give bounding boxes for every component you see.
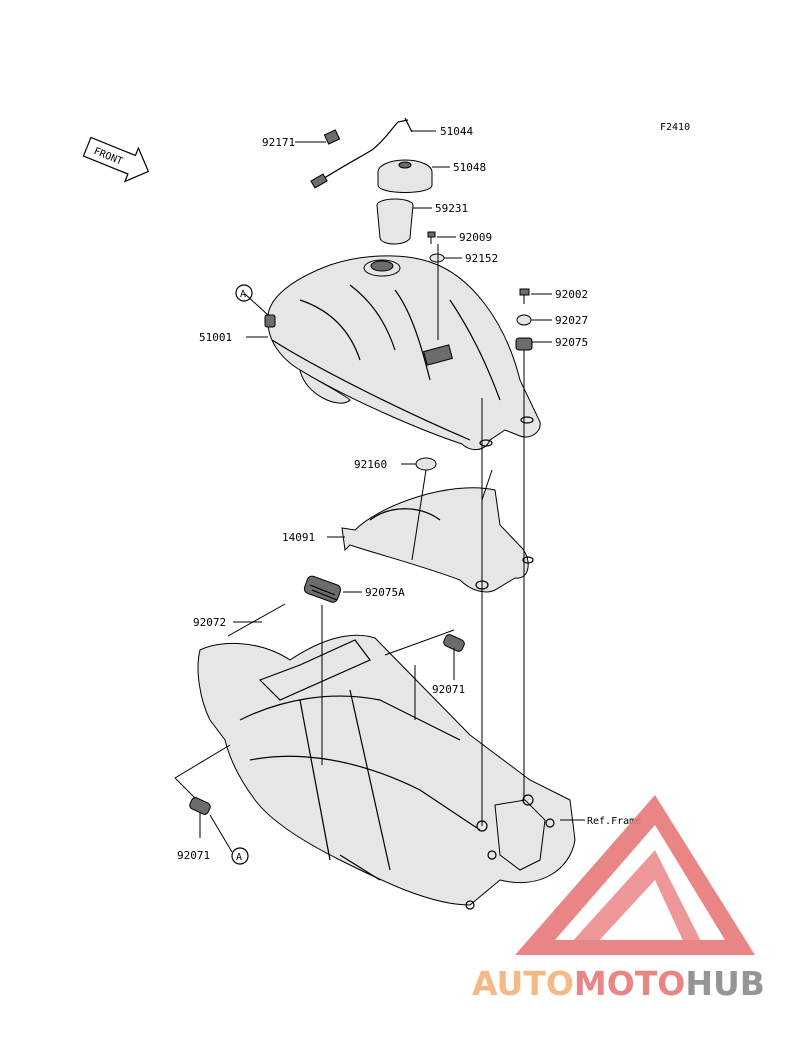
strap-92072-icon	[227, 603, 286, 637]
damper-92075-icon	[515, 337, 533, 351]
grommet-92071-top-icon	[443, 634, 465, 652]
figure-code: F2410	[660, 122, 690, 133]
watermark-triangle-icon	[515, 795, 755, 955]
part-label-92072: 92072	[193, 616, 226, 629]
filler-neck	[376, 198, 414, 245]
callout-a-top: A	[235, 284, 253, 302]
part-label-92160: 92160	[354, 458, 387, 471]
part-label-14091: 14091	[282, 531, 315, 544]
part-label-92071-top: 92071	[432, 683, 465, 696]
part-label-51001: 51001	[199, 331, 232, 344]
ref-frame-label: Ref.Frame	[587, 816, 641, 827]
fuel-tank	[264, 255, 541, 450]
bolt-92002-icon	[519, 288, 530, 304]
part-label-92171: 92171	[262, 136, 295, 149]
part-label-92071-bottom: 92071	[177, 849, 210, 862]
watermark-part1: AUTO	[472, 964, 574, 1003]
part-label-51044: 51044	[440, 125, 473, 138]
watermark-logo: AUTOMOTOHUB	[472, 795, 765, 1003]
watermark-part3: HUB	[685, 964, 765, 1003]
callout-a-bottom: A	[231, 847, 249, 865]
part-label-92075a: 92075A	[365, 586, 405, 599]
tank-cover	[341, 487, 534, 593]
part-label-92075: 92075	[555, 336, 588, 349]
watermark-inner-triangle-icon	[560, 850, 708, 955]
breather-hose	[310, 117, 413, 189]
watermark-part2: MOTO	[574, 964, 685, 1003]
damper-92075a-icon	[303, 575, 342, 603]
part-label-92152: 92152	[465, 252, 498, 265]
part-label-51048: 51048	[453, 161, 486, 174]
part-label-92002: 92002	[555, 288, 588, 301]
leader-lines	[174, 130, 585, 853]
part-label-92009: 92009	[459, 231, 492, 244]
cap-92160-icon	[415, 457, 437, 471]
collar-92027-icon	[516, 314, 532, 326]
front-arrow-icon: FRONT	[82, 136, 150, 183]
grommet-92071-bottom-icon	[189, 797, 211, 815]
callout-a-top-label: A	[240, 289, 246, 300]
fuel-cap	[377, 159, 433, 193]
frame	[197, 634, 576, 910]
callout-a-bottom-label: A	[236, 852, 242, 863]
washer-92152-icon	[429, 253, 445, 263]
watermark-text: AUTOMOTOHUB	[472, 964, 765, 1003]
part-label-59231: 59231	[435, 202, 468, 215]
part-label-92027: 92027	[555, 314, 588, 327]
bolt-92009-icon	[427, 231, 436, 244]
